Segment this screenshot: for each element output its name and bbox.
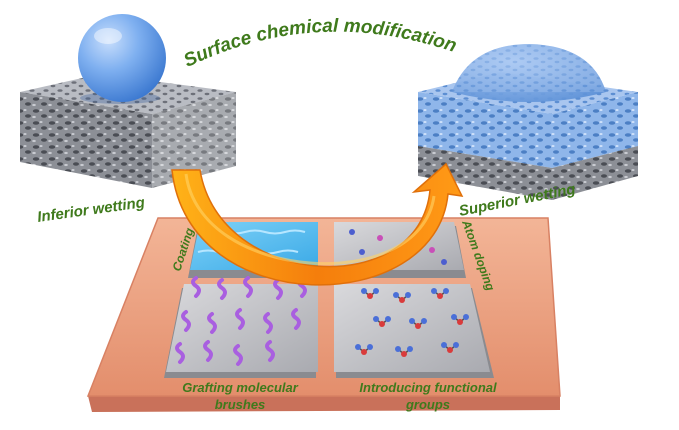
functional-group-molecules <box>355 288 469 357</box>
water-droplet-sphere <box>78 14 166 104</box>
grafting-label-line1: Grafting molecular <box>182 380 299 395</box>
molecular-brushes <box>175 276 307 366</box>
grafting-label-line2: brushes <box>215 397 266 412</box>
modification-arrow <box>171 162 464 286</box>
inferior-wetting-label: Inferior wetting <box>36 194 146 226</box>
functional-label-line1: Introducing functional <box>359 380 497 395</box>
tile-functional-groups <box>334 284 494 378</box>
functional-label-line2: groups <box>405 397 450 412</box>
diagram-title: Surface chemical modification <box>181 16 459 72</box>
porous-block-left <box>20 74 236 188</box>
tile-grafting-brushes <box>164 276 318 378</box>
spread-water-cap <box>452 44 606 102</box>
